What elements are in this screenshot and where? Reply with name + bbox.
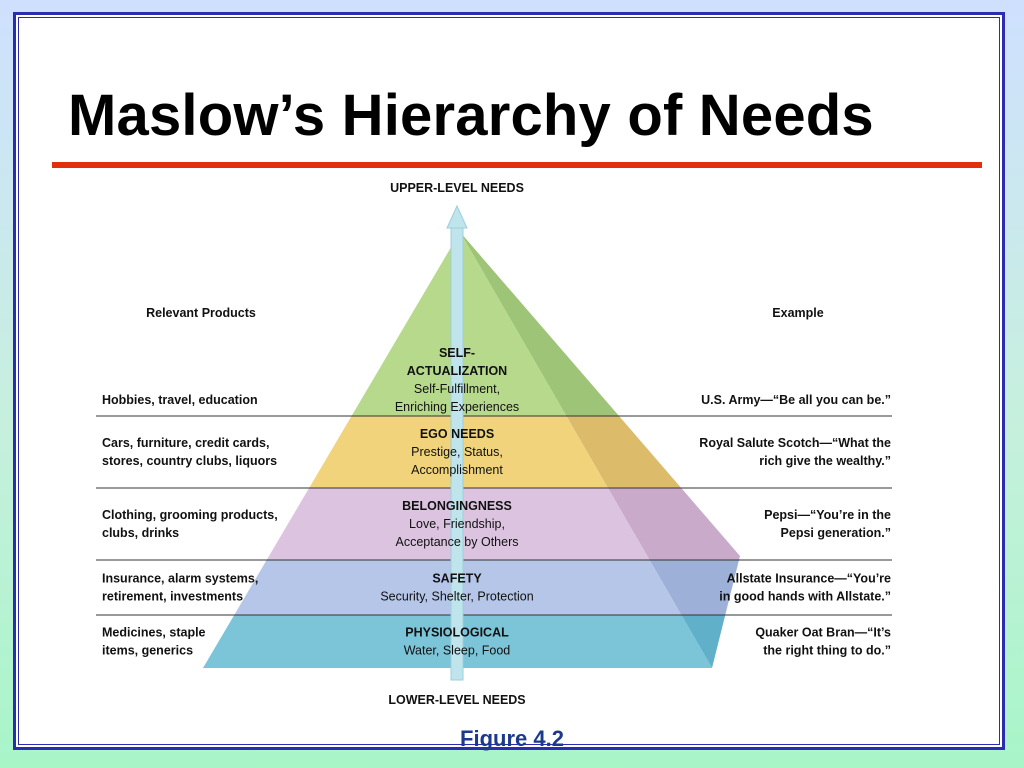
level-detail-safety: Security, Shelter, Protection xyxy=(380,590,533,604)
lower-level-needs-label: LOWER-LEVEL NEEDS xyxy=(388,693,525,707)
upper-level-needs-label: UPPER-LEVEL NEEDS xyxy=(390,181,524,195)
pyramid-side-self-actualization xyxy=(460,232,620,416)
level-detail-self-actualization: Enriching Experiences xyxy=(395,400,519,414)
example-belongingness: Pepsi generation.” xyxy=(781,526,891,540)
products-self-actualization: Hobbies, travel, education xyxy=(102,393,258,407)
products-safety: retirement, investments xyxy=(102,590,243,604)
products-belongingness: Clothing, grooming products, xyxy=(102,508,278,522)
level-name-self-actualization: SELF- xyxy=(439,346,475,360)
relevant-products-header: Relevant Products xyxy=(146,306,256,320)
level-detail-ego-needs: Prestige, Status, xyxy=(411,445,503,459)
level-name-physiological: PHYSIOLOGICAL xyxy=(405,626,509,640)
products-ego-needs: stores, country clubs, liquors xyxy=(102,454,277,468)
level-detail-ego-needs: Accomplishment xyxy=(411,463,503,477)
pyramid-side-physiological xyxy=(681,615,726,668)
example-physiological: Quaker Oat Bran—“It’s xyxy=(755,626,891,640)
slide-title: Maslow’s Hierarchy of Needs xyxy=(68,83,874,148)
products-physiological: Medicines, staple xyxy=(102,626,206,640)
level-name-ego-needs: EGO NEEDS xyxy=(420,427,494,441)
level-detail-belongingness: Love, Friendship, xyxy=(409,517,505,531)
pyramid-side-safety xyxy=(649,560,739,615)
products-physiological: items, generics xyxy=(102,644,193,658)
example-safety: Allstate Insurance—“You’re xyxy=(727,572,891,586)
example-column: U.S. Army—“Be all you can be.” Royal Salu… xyxy=(699,393,891,658)
level-labels: SELF- ACTUALIZATION Self-Fulfillment, Enric… xyxy=(380,346,533,658)
level-detail-physiological: Water, Sleep, Food xyxy=(404,644,511,658)
products-ego-needs: Cars, furniture, credit cards, xyxy=(102,436,269,450)
products-belongingness: clubs, drinks xyxy=(102,526,179,540)
level-name-belongingness: BELONGINGNESS xyxy=(402,499,512,513)
pyramid-side-faces xyxy=(460,232,740,668)
level-detail-belongingness: Acceptance by Others xyxy=(396,535,519,549)
arrow-head xyxy=(446,204,468,229)
title-underline xyxy=(52,162,982,168)
pyramid-side-ego-needs xyxy=(566,416,682,488)
example-physiological: the right thing to do.” xyxy=(763,644,891,658)
example-belongingness: Pepsi—“You’re in the xyxy=(764,508,891,522)
example-header: Example xyxy=(772,306,823,320)
figure-caption: Figure 4.2 xyxy=(460,726,564,751)
level-divider-lines xyxy=(96,415,892,616)
example-ego-needs: Royal Salute Scotch—“What the xyxy=(699,436,891,450)
level-detail-self-actualization: Self-Fulfillment, xyxy=(414,382,500,396)
example-safety: in good hands with Allstate.” xyxy=(719,590,891,604)
example-ego-needs: rich give the wealthy.” xyxy=(759,454,891,468)
pyramid-side-belongingness xyxy=(607,488,740,560)
level-name-safety: SAFETY xyxy=(432,572,482,586)
upward-arrow xyxy=(446,204,468,681)
example-self-actualization: U.S. Army—“Be all you can be.” xyxy=(701,393,891,407)
level-name-self-actualization: ACTUALIZATION xyxy=(407,364,507,378)
products-safety: Insurance, alarm systems, xyxy=(102,572,258,586)
